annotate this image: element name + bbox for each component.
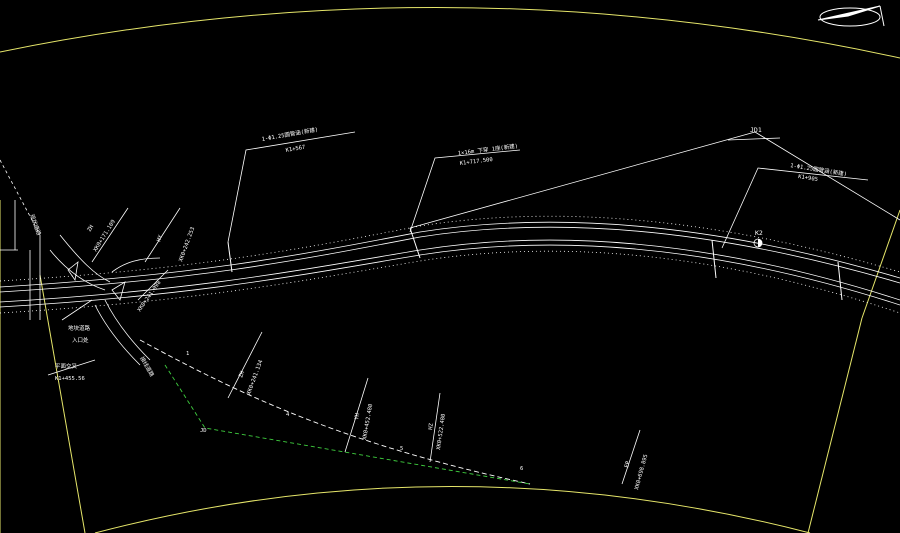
left-bound [0,159,41,251]
zh-low-station: XK0+241.134 [246,359,264,396]
culvert3-station: K1+905 [798,174,819,183]
zh-low-label: ZH [238,370,246,378]
point-4: 4 [286,412,290,418]
label-jd1: JD1 [750,126,762,134]
labels: JD1 K2 1-Φ1.25圆管涵(新建) K1+567 1×16m 下穿 1座… [28,125,847,490]
point-6: 6 [520,466,523,472]
culvert-markers [227,227,843,301]
zh-left-label: ZH [87,224,96,233]
yh-mid-station: XK0+241.098 [137,280,163,313]
zh-left-station: XK0+171.109 [93,219,117,253]
point-1: 1 [186,351,189,357]
leader-lines [47,131,869,485]
jd1-tangent-lines [409,131,900,229]
road-name-2: 入口处 [72,336,89,344]
north-arrow-icon [817,5,885,27]
main-road [0,215,900,314]
culvert1-station: K1+567 [285,145,306,154]
hy-label: HY [156,234,164,243]
hz-low-label: HZ [428,422,435,430]
yh-low-label: YH [354,413,361,421]
drawing-frame [0,6,900,533]
hy-station: XK0+242.253 [178,226,196,262]
side-road-label: 接线道路 [138,355,156,378]
ep-station: XK0+698.895 [634,454,649,491]
access-road-alignment [139,339,531,485]
intersection [29,234,161,366]
label-k2: K2 [755,229,763,237]
hz-low-station: XK0+522.480 [436,413,447,450]
culvert2-title: 1×16m 下穿 1座(新建) [457,142,518,157]
road-name-1: 地块道路 [68,324,91,332]
culvert2-station: K1+717.500 [460,157,494,167]
side-left-label: 现状道路 [28,213,43,237]
point-5: 5 [400,446,403,452]
yh-low-station: XK0+452.480 [362,403,374,440]
point-jd: JD [200,428,207,434]
intersect-label: 平面交叉 [55,362,78,370]
k2-marker-icon [753,238,763,248]
intersect-station: K1+455.56 [55,376,85,382]
culvert1-title: 1-Φ1.25圆管涵(新建) [261,125,319,143]
ep-label: EP [624,460,632,469]
